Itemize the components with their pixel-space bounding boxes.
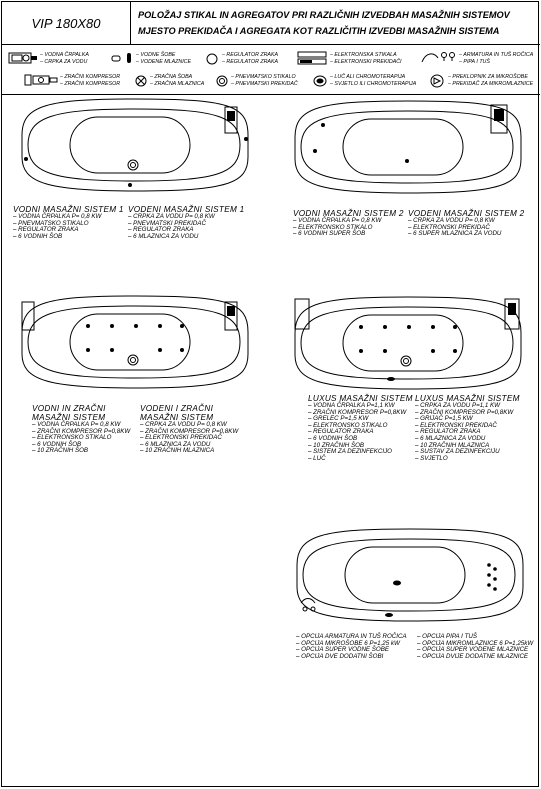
legend-electronic-switch: – ELEKTRONSKA STIKALA– ELEKTRONSKI PREKI… [330, 52, 402, 65]
spec-options-si: – OPCIJA ARMATURA IN TUŠ ROČICA– OPCIJA … [296, 633, 407, 660]
tub-diagram-options [296, 528, 524, 622]
tub-diagram-luxus [294, 296, 522, 390]
title-line-2: MJESTO PREKIDAČA I AGREGATA KOT RAZLIČIT… [138, 26, 500, 36]
tub-diagram-system-2 [294, 100, 522, 194]
tub-diagram-system-1 [21, 98, 249, 192]
title-line-1: POLOŽAJ STIKAL IN AGREGATOV PRI RAZLIČNI… [138, 10, 510, 20]
electronic-switch-icon [297, 51, 327, 65]
model-name: VIP 180X80 [2, 2, 131, 44]
spec-system-1-hr: VODENI MASAŽNI SISTEM 1 – CRPKA ZA VODU … [128, 205, 245, 240]
air-nozzle-icon [135, 75, 147, 87]
tub-diagram-water-air [21, 295, 249, 389]
legend-air-nozzles: – ZRAČNA ŠOBA– ZRAČNA MLAZNICA [150, 74, 205, 87]
air-compressor-icon [24, 74, 58, 86]
spec-system-1-si: VODNI MASAŽNI SISTEM 1 – VODNA ČRPALKA P… [13, 205, 124, 240]
legend-air-compressor: – ZRAČNI KOMPRESOR– ZRAČNI KOMPRESOR [60, 74, 121, 87]
microbubble-switch-icon [430, 74, 444, 88]
spec-luxus-si: LUXUS MASAŽNI SISTEM – VODNA ČRPALKA P=1… [308, 394, 413, 462]
spec-options-hr: – OPCIJA PIPA I TUŠ– OPCIJA MIKROMLAZNIC… [417, 633, 534, 660]
spec-luxus-hr: LUXUS MASAŽNI SISTEM – CRPKA ZA VODU P=1… [415, 394, 520, 462]
legend-pneumatic-switch: – PNEVMATSKO STIKALO– PNEVMATSKI PREKIDA… [231, 74, 298, 87]
shower-fitting-icon [421, 52, 455, 63]
title-block: VIP 180X80 POLOŽAJ STIKAL IN AGREGATOV P… [2, 2, 540, 45]
pneumatic-switch-icon [216, 75, 228, 87]
spec-system-2-hr: VODENI MASAŽNI SISTEM 2 – CRPKA ZA VODU … [408, 209, 525, 238]
legend-light: – LUČ ALI CHROMOTERAPIJA– SVJETLO ILI CH… [330, 74, 417, 87]
air-regulator-icon [206, 53, 218, 65]
pump-icon [8, 52, 37, 64]
spec-system-2-si: VODNI MASAŽNI SISTEM 2 – VODNA ČRPALKA P… [293, 209, 404, 238]
symbol-legend: – VODNA ČRPALKA– CRPKA ZA VODU – VODNE Š… [2, 44, 540, 95]
legend-water-nozzles: – VODNE ŠOBE– VODENE MLAZNICE [136, 52, 192, 65]
legend-pump: – VODNA ČRPALKA– CRPKA ZA VODU [40, 52, 89, 65]
legend-microbubble-switch: – PREKLOPNIK ZA MIKROŠOBE– PREKIDAČ ZA M… [448, 74, 534, 87]
legend-shower-fitting: – ARMATURA IN TUŠ ROČICA– PIPA I TUŠ [459, 52, 534, 65]
water-nozzle-icon [111, 53, 131, 63]
legend-air-regulator: – REGULATOR ZRAKA– REGULATOR ZRAKA [222, 52, 279, 65]
light-icon [313, 75, 327, 87]
sheet-title: POLOŽAJ STIKAL IN AGREGATOV PRI RAZLIČNI… [138, 7, 510, 39]
